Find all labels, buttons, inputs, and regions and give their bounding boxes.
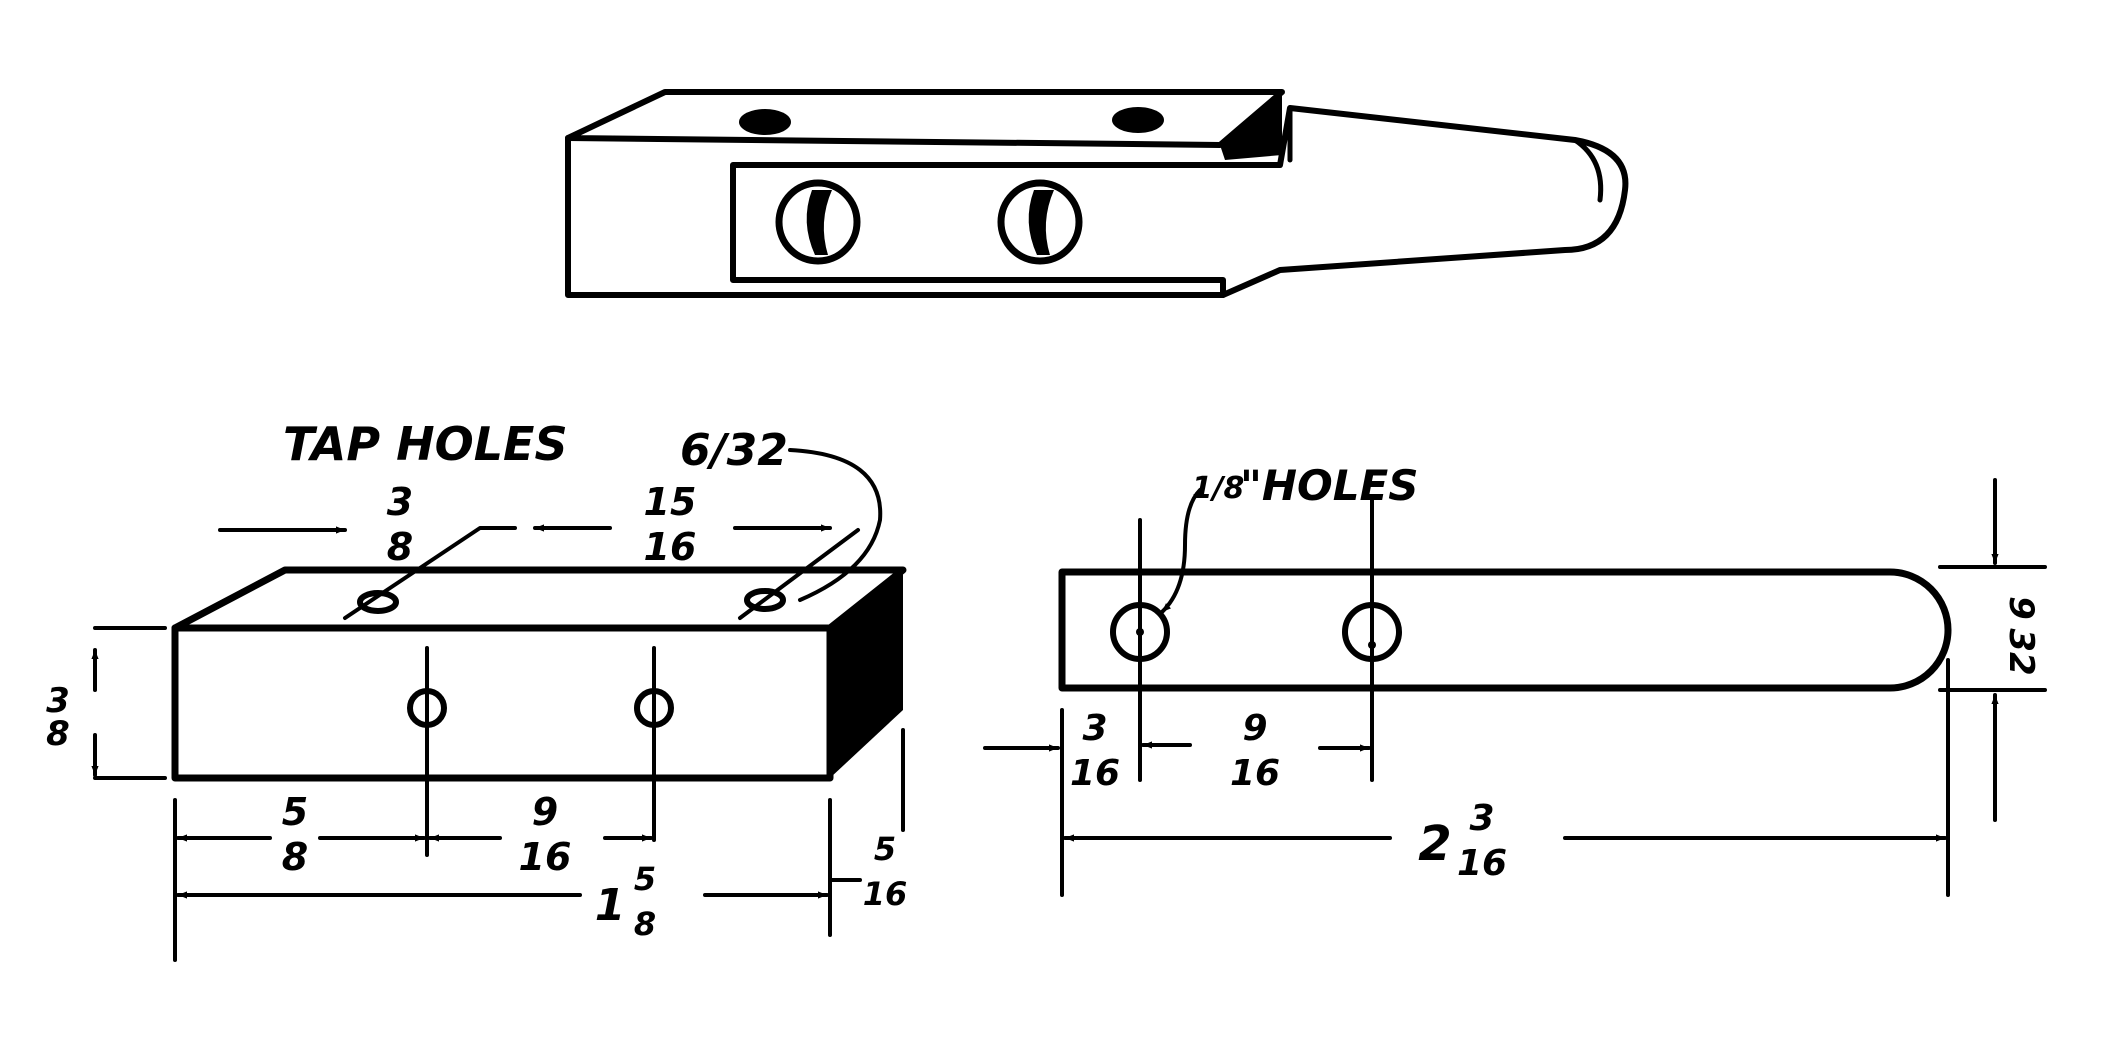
block-length-den: 8 — [634, 905, 656, 943]
labels: TAP HOLES 6/32 3 8 15 16 3 8 5 8 9 16 1 … — [46, 417, 2041, 943]
strap-ext-width — [1938, 565, 2047, 692]
strap-holes-label: "HOLES — [1240, 461, 1418, 510]
block-length-num: 5 — [634, 860, 656, 898]
block-end-face — [830, 570, 903, 778]
assembly-strap — [730, 105, 1629, 298]
assembly-block-top — [565, 89, 1285, 148]
tap-holes-label: TAP HOLES — [283, 417, 568, 471]
tap-hole-right — [744, 588, 786, 612]
strap-left-offset-num: 3 — [1082, 708, 1107, 749]
strap-view — [983, 478, 2047, 897]
strap-hole-leader — [1160, 488, 1202, 614]
block-bottom-b-den: 16 — [519, 835, 572, 879]
assembly-strap-tip-edge — [1572, 137, 1604, 203]
leader-top-b — [738, 528, 860, 620]
strap-length-whole: 2 — [1418, 816, 1451, 872]
strap-holes-frac: 1/8 — [1192, 471, 1245, 506]
strap-length-den: 16 — [1457, 843, 1507, 884]
block-bottom-a-den: 8 — [282, 835, 308, 879]
block-height-den: 8 — [46, 714, 70, 754]
block-top-a-num: 3 — [387, 480, 413, 524]
block-top-a-den: 8 — [387, 525, 413, 569]
assembly-block-end — [1220, 92, 1282, 160]
strap-outline — [1058, 568, 1952, 692]
assembly-block-front — [565, 135, 1226, 298]
block-bottom-a-num: 5 — [282, 790, 308, 834]
block-height-num: 3 — [46, 681, 70, 721]
block-view — [91, 448, 907, 962]
assembly-top-slot-left — [739, 109, 791, 135]
tap-hole-left — [357, 590, 399, 614]
strap-spacing-num: 9 — [1242, 708, 1267, 749]
block-depth-den: 16 — [863, 875, 908, 913]
tap-size-label: 6/32 — [680, 425, 788, 476]
block-top-b-den: 16 — [644, 525, 697, 569]
strap-spacing-den: 16 — [1230, 753, 1280, 794]
assembly-top-slot-right — [1112, 107, 1164, 133]
strap-width-den: 32 — [2001, 628, 2041, 675]
block-length-whole: 1 — [595, 880, 626, 931]
tap-leader — [788, 448, 883, 602]
block-depth-num: 5 — [874, 830, 896, 868]
block-ext-height — [93, 626, 167, 780]
leader-top-a — [343, 526, 517, 620]
assembly-view — [565, 89, 1629, 298]
strap-width-num: 9 — [2001, 596, 2041, 620]
assembly-screw-left — [775, 179, 861, 265]
strap-left-offset-den: 16 — [1070, 753, 1120, 794]
block-top-b-num: 15 — [644, 480, 697, 524]
strap-length-num: 3 — [1469, 798, 1494, 839]
assembly-screw-right — [997, 179, 1083, 265]
block-front-face — [171, 624, 834, 782]
block-bottom-b-num: 9 — [532, 790, 558, 834]
